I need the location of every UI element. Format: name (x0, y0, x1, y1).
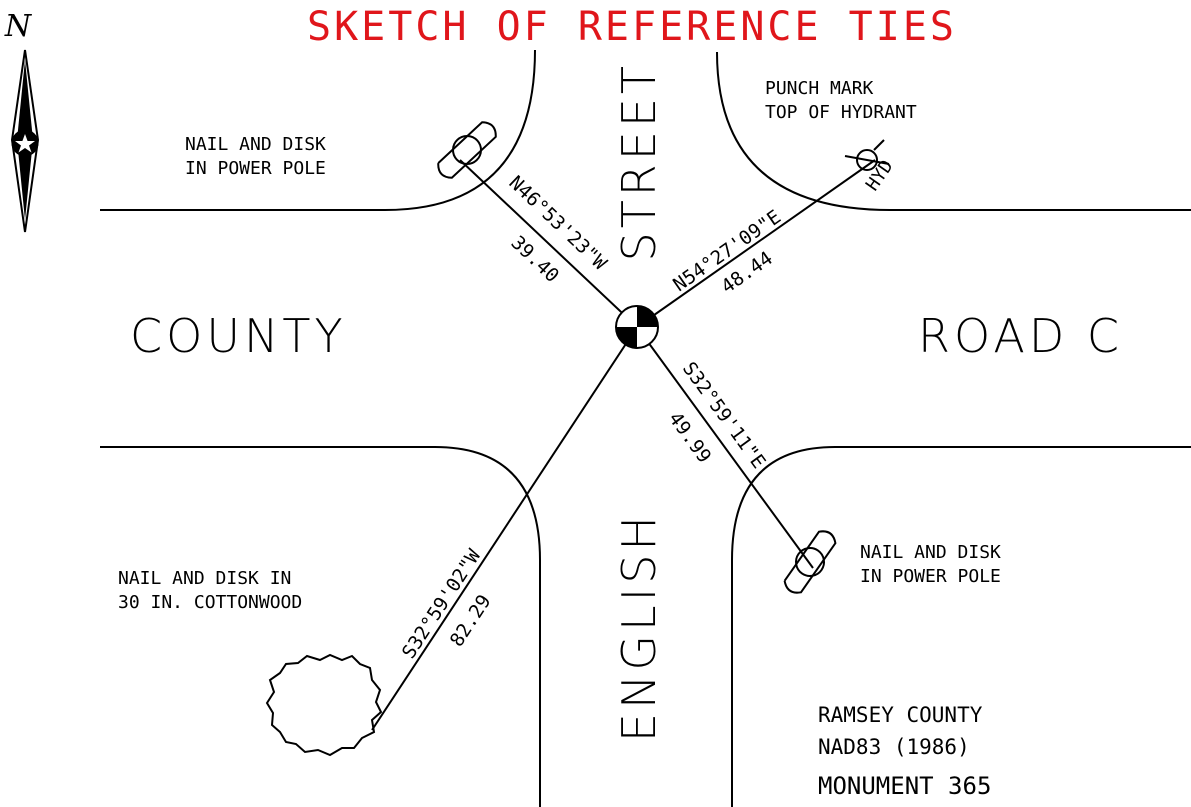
north-label: N (4, 9, 33, 44)
curb-nw (100, 49, 536, 211)
tree-label-line1: NAIL AND DISK IN (118, 568, 291, 589)
tie-lines (371, 159, 876, 731)
info-monument: MONUMENT 365 (818, 772, 991, 800)
curb-sw (100, 446, 541, 807)
pole-se-distance: 49.99 (664, 408, 715, 467)
tree-label-line2: 30 IN. COTTONWOOD (118, 592, 302, 613)
north-arrow: N (4, 9, 40, 233)
street-name-county: COUNTY (130, 309, 347, 363)
curb-ne (716, 51, 1191, 211)
tie-line-nw (459, 159, 638, 328)
hydrant-label: HYD (862, 156, 898, 195)
tie-line-se (636, 326, 814, 569)
sketch-title: SKETCH OF REFERENCE TIES (307, 4, 957, 50)
tie-line-ne (636, 159, 876, 328)
info-county: RAMSEY COUNTY (818, 703, 983, 727)
pole-nw-label-line1: NAIL AND DISK (185, 134, 326, 155)
curb-se (731, 446, 1191, 807)
power-pole-nw-symbol (437, 121, 497, 179)
monument-symbol (615, 305, 659, 349)
hydrant-symbol: HYD (844, 139, 898, 195)
hydrant-label-line2: TOP OF HYDRANT (765, 102, 917, 123)
pole-se-label-line1: NAIL AND DISK (860, 542, 1001, 563)
street-name-road-c: ROAD C (918, 309, 1123, 363)
power-pole-se-symbol (783, 530, 837, 594)
pole-se-label-line2: IN POWER POLE (860, 566, 1001, 587)
pole-nw-label-line2: IN POWER POLE (185, 158, 326, 179)
street-name-english: ENGLISH (612, 512, 666, 742)
pole-nw-distance: 39.40 (507, 232, 564, 287)
curb-lines (100, 49, 1191, 807)
tie-line-sw (371, 326, 638, 731)
info-datum: NAD83 (1986) (818, 735, 970, 759)
cottonwood-tree-symbol (265, 653, 383, 757)
hydrant-label-line1: PUNCH MARK (765, 78, 874, 99)
street-name-street: STREET (612, 62, 666, 262)
